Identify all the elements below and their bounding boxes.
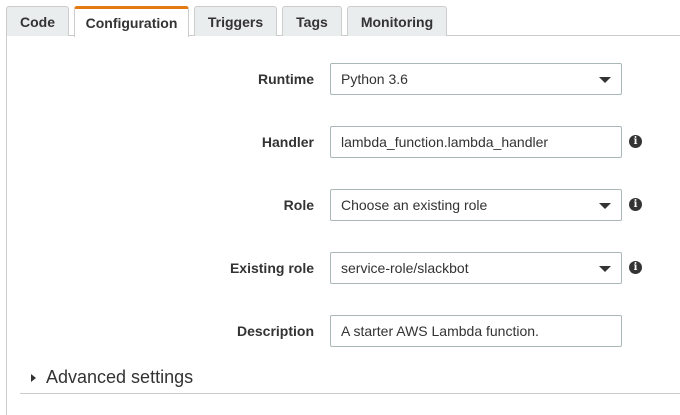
caret-right-icon <box>31 373 36 382</box>
role-label: Role <box>283 197 314 213</box>
divider <box>20 393 680 394</box>
runtime-label: Runtime <box>258 71 314 87</box>
chevron-down-icon <box>599 203 611 209</box>
advanced-settings-toggle[interactable]: Advanced settings <box>31 367 193 388</box>
tab-code[interactable]: Code <box>6 6 69 36</box>
handler-label: Handler <box>261 134 314 150</box>
info-icon[interactable]: i <box>629 261 642 274</box>
runtime-value: Python 3.6 <box>341 71 408 87</box>
handler-input[interactable]: lambda_function.lambda_handler <box>330 126 622 158</box>
info-icon[interactable]: i <box>629 198 642 211</box>
description-label: Description <box>236 323 314 339</box>
tab-configuration[interactable]: Configuration <box>74 6 189 37</box>
tab-triggers[interactable]: Triggers <box>194 6 277 36</box>
tab-monitoring[interactable]: Monitoring <box>347 6 447 36</box>
description-input[interactable]: A starter AWS Lambda function. <box>330 315 622 347</box>
handler-value: lambda_function.lambda_handler <box>341 134 549 150</box>
chevron-down-icon <box>599 77 611 83</box>
existing-role-value: service-role/slackbot <box>341 260 469 276</box>
existing-role-label: Existing role <box>229 260 314 276</box>
description-value: A starter AWS Lambda function. <box>341 323 539 339</box>
advanced-settings-label: Advanced settings <box>46 367 194 387</box>
existing-role-select[interactable]: service-role/slackbot <box>330 252 622 284</box>
info-icon[interactable]: i <box>629 135 642 148</box>
role-value: Choose an existing role <box>341 197 488 213</box>
chevron-down-icon <box>599 266 611 272</box>
role-select[interactable]: Choose an existing role <box>330 189 622 221</box>
runtime-select[interactable]: Python 3.6 <box>330 63 622 95</box>
configuration-panel <box>6 35 680 415</box>
tab-tags[interactable]: Tags <box>282 6 342 36</box>
